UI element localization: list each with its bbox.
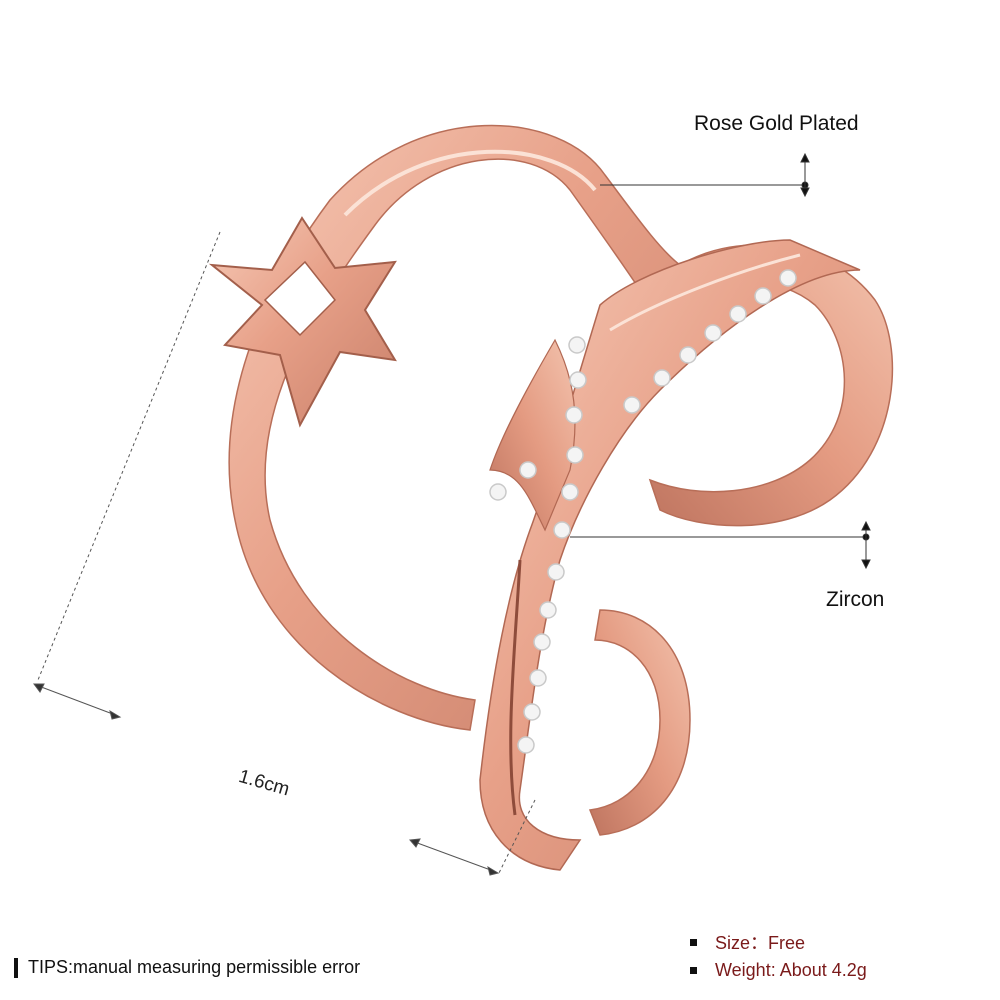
zircon-label: Zircon bbox=[826, 588, 885, 611]
spec-weight-text: Weight: About 4.2g bbox=[715, 959, 867, 980]
spec-weight: Weight: About 4.2g bbox=[690, 956, 867, 984]
zircon-stones bbox=[489, 269, 797, 754]
ring-cross-band bbox=[479, 239, 861, 871]
bullet-icon bbox=[690, 938, 697, 946]
ring-band-right bbox=[588, 244, 894, 836]
rose-gold-leader-line bbox=[600, 152, 810, 198]
bullet-icon bbox=[690, 966, 697, 974]
tips-note: TIPS:manual measuring permissible error bbox=[14, 957, 360, 978]
tips-text: TIPS:manual measuring permissible error bbox=[28, 957, 361, 977]
rose-gold-plated-label: Rose Gold Plated bbox=[694, 112, 859, 135]
tips-bar-icon bbox=[14, 957, 18, 978]
star-of-david-icon bbox=[208, 216, 397, 428]
spec-list: Size：Free Weight: About 4.2g bbox=[690, 928, 867, 984]
zircon-leader-line bbox=[570, 520, 871, 570]
spec-size: Size：Free bbox=[690, 928, 867, 956]
spec-size-text: Size：Free bbox=[715, 933, 806, 953]
dimension-lines bbox=[33, 231, 536, 876]
